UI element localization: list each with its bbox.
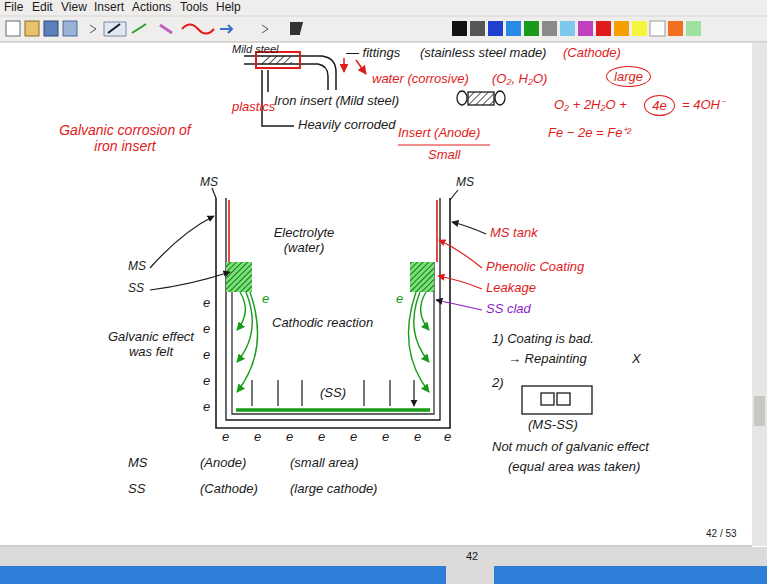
note: Heavily corroded — [298, 118, 396, 133]
menu-item: Actions — [132, 1, 171, 15]
electron-symbol: e — [203, 400, 210, 415]
menu-item: Help — [216, 1, 241, 15]
electron-symbol: e — [203, 322, 210, 337]
note: (large cathode) — [290, 482, 377, 497]
note: Galvanic corrosion of iron insert — [50, 122, 200, 154]
note: (Cathode) — [563, 46, 621, 61]
material-label: MS — [128, 456, 148, 471]
ms-ss-sample — [522, 386, 592, 414]
equation: Fe − 2e = Fe⁺² — [548, 126, 631, 141]
color-palette — [452, 21, 701, 36]
scroll-thumb — [754, 396, 765, 426]
note: (O₂, H₂O) — [492, 72, 547, 87]
equation: O₂ + 2H₂O + — [554, 98, 627, 113]
note: Iron insert (Mild steel) — [274, 94, 399, 109]
electron-symbol: e — [203, 296, 210, 311]
page-number: 42 / 53 — [706, 528, 737, 540]
note: (Cathode) — [200, 482, 258, 497]
node-text: large — [614, 69, 643, 84]
note: → Repainting — [508, 352, 587, 367]
electron-symbol: e — [222, 430, 229, 445]
material-label: MS — [200, 176, 218, 190]
note: Not much of galvanic effect — [492, 440, 649, 455]
equation: = 4OH⁻ — [682, 98, 724, 113]
note: Insert (Anode) — [398, 126, 480, 141]
tool-icons — [6, 21, 303, 36]
note: plastics — [232, 100, 275, 115]
electron-symbol: e — [262, 292, 269, 307]
note: X — [632, 352, 641, 367]
note: Phenolic Coating — [486, 260, 584, 275]
menu-item: File — [4, 1, 23, 15]
note: (equal area was taken) — [508, 460, 640, 475]
note: 1) Coating is bad. — [492, 332, 594, 347]
material-label: MS — [456, 176, 474, 190]
menu-item: View — [61, 1, 87, 15]
material-label: MS — [128, 260, 146, 274]
electron-symbol: e — [318, 430, 325, 445]
note: SS clad — [486, 302, 531, 317]
toolbar-bg — [0, 0, 767, 42]
note: (SS) — [320, 386, 346, 401]
electron-symbol: e — [382, 430, 389, 445]
page-number: 42 — [466, 550, 478, 563]
electron-symbol: e — [203, 374, 210, 389]
note: MS tank — [490, 226, 538, 241]
electron-symbol: e — [254, 430, 261, 445]
note: 2) — [492, 376, 504, 391]
note: (small area) — [290, 456, 359, 471]
electron-symbol: e — [396, 292, 403, 307]
note: (Anode) — [200, 456, 246, 471]
page-strip — [494, 566, 767, 584]
menu-item: Edit — [32, 1, 53, 15]
note: Cathodic reaction — [272, 316, 373, 331]
note: Leakage — [486, 281, 536, 296]
material-label: SS — [128, 482, 145, 497]
menu-item: Tools — [180, 1, 208, 15]
note: (MS-SS) — [528, 418, 578, 433]
status-bar — [0, 547, 767, 584]
toolbar-divider — [0, 42, 767, 43]
electron-symbol: e — [286, 430, 293, 445]
note: Electrolyte (water) — [258, 226, 350, 256]
pipe-sketch — [457, 91, 505, 105]
menu-item: Insert — [94, 1, 124, 15]
scrollbar — [752, 43, 767, 546]
electron-symbol: e — [414, 430, 421, 445]
spacer — [620, 352, 640, 368]
menu-divider — [0, 16, 767, 17]
tank-sketch — [150, 188, 486, 428]
note: Small — [428, 148, 461, 163]
circled-word: large — [606, 66, 651, 87]
electron-symbol: e — [444, 430, 451, 445]
node-text: 4e — [652, 98, 666, 113]
note: (stainless steel made) — [420, 46, 546, 61]
faucet-sketch — [244, 52, 366, 126]
circled-word: 4e — [644, 95, 675, 116]
note: Mild steel — [232, 43, 278, 56]
note: — fittings — [346, 46, 400, 61]
page-strip — [0, 566, 446, 584]
underline — [398, 144, 490, 145]
page-edge — [0, 546, 752, 547]
note: water (corrosive) — [372, 72, 469, 87]
electron-symbol: e — [350, 430, 357, 445]
material-label: SS — [128, 282, 144, 296]
note: Galvanic effect was felt — [108, 330, 194, 360]
electron-symbol: e — [203, 348, 210, 363]
